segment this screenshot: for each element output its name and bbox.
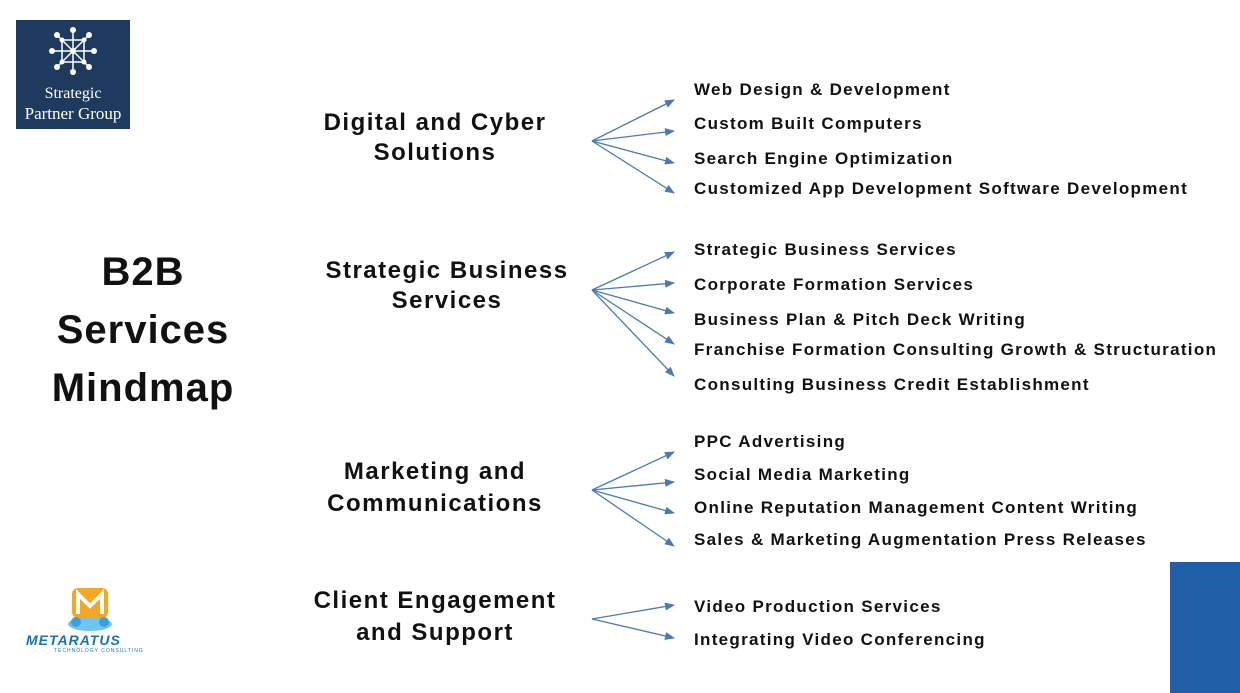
corner-accent-block <box>1170 562 1240 693</box>
connector-arrow <box>591 451 675 491</box>
connector-arrow <box>591 289 675 315</box>
leaf-item: Online Reputation Management Content Wri… <box>694 498 1139 517</box>
metaratus-logo: METARATUS TECHNOLOGY CONSULTING <box>24 584 154 654</box>
category-label-line2: Communications <box>327 490 543 517</box>
connector-arrow <box>591 140 675 165</box>
category-label-line2: Services <box>391 287 503 314</box>
connector-arrow <box>591 289 675 377</box>
logo-text-line1: Strategic <box>44 85 102 102</box>
connector-arrow <box>591 489 675 515</box>
category-label-line1: Client Engagement <box>313 587 557 614</box>
connector-arrow <box>591 618 675 640</box>
logo-text-line2: Partner Group <box>24 104 122 123</box>
title-line-2: Services <box>56 308 230 352</box>
strategic-partner-group-logo: Strategic Partner Group <box>16 20 130 129</box>
leaf-item: Integrating Video Conferencing <box>694 630 986 649</box>
main-title: B2B Services Mindmap <box>28 243 258 417</box>
network-icon <box>49 27 97 75</box>
category-label-line2: and Support <box>356 619 514 646</box>
connector-arrow <box>591 251 675 291</box>
leaf-item: Web Design & Development <box>694 80 951 99</box>
leaf-item: Corporate Formation Services <box>694 275 975 294</box>
category-digital-cyber: Digital and Cyber Solutions <box>300 108 570 168</box>
leaf-item: Search Engine Optimization <box>694 149 954 168</box>
leaf-item: Customized App Development Software Deve… <box>694 179 1189 198</box>
metaratus-wordmark: METARATUS <box>26 632 121 648</box>
category-label-line1: Digital and Cyber <box>323 109 547 136</box>
category-marketing: Marketing and Communications <box>300 456 570 520</box>
leaf-item: Custom Built Computers <box>694 114 923 133</box>
leaf-item: Social Media Marketing <box>694 465 911 484</box>
connector-arrow <box>591 602 675 620</box>
category-client-engagement: Client Engagement and Support <box>300 585 570 649</box>
connector-arrow <box>591 289 675 345</box>
category-label-line1: Strategic Business <box>325 257 569 284</box>
title-line-3: Mindmap <box>51 366 235 410</box>
leaf-item: Consulting Business Credit Establishment <box>694 375 1090 394</box>
leaf-item: Video Production Services <box>694 597 942 616</box>
connector-arrow <box>591 489 675 547</box>
leaf-item: PPC Advertising <box>694 432 847 451</box>
leaf-item: Franchise Formation Consulting Growth & … <box>694 340 1218 359</box>
category-label-line2: Solutions <box>373 139 497 166</box>
category-label-line1: Marketing and <box>343 458 527 485</box>
metaratus-emblem-icon <box>68 588 112 631</box>
connector-arrow <box>591 99 675 142</box>
category-strategic-business: Strategic Business Services <box>312 256 582 316</box>
connector-arrow <box>591 478 675 491</box>
leaf-item: Sales & Marketing Augmentation Press Rel… <box>694 530 1147 549</box>
leaf-item: Business Plan & Pitch Deck Writing <box>694 310 1027 329</box>
connector-arrow <box>591 128 675 142</box>
title-line-1: B2B <box>101 250 185 294</box>
connector-arrow <box>591 140 675 194</box>
leaf-item: Strategic Business Services <box>694 240 957 259</box>
connector-arrow <box>591 279 675 291</box>
metaratus-tagline: TECHNOLOGY CONSULTING <box>54 648 144 654</box>
